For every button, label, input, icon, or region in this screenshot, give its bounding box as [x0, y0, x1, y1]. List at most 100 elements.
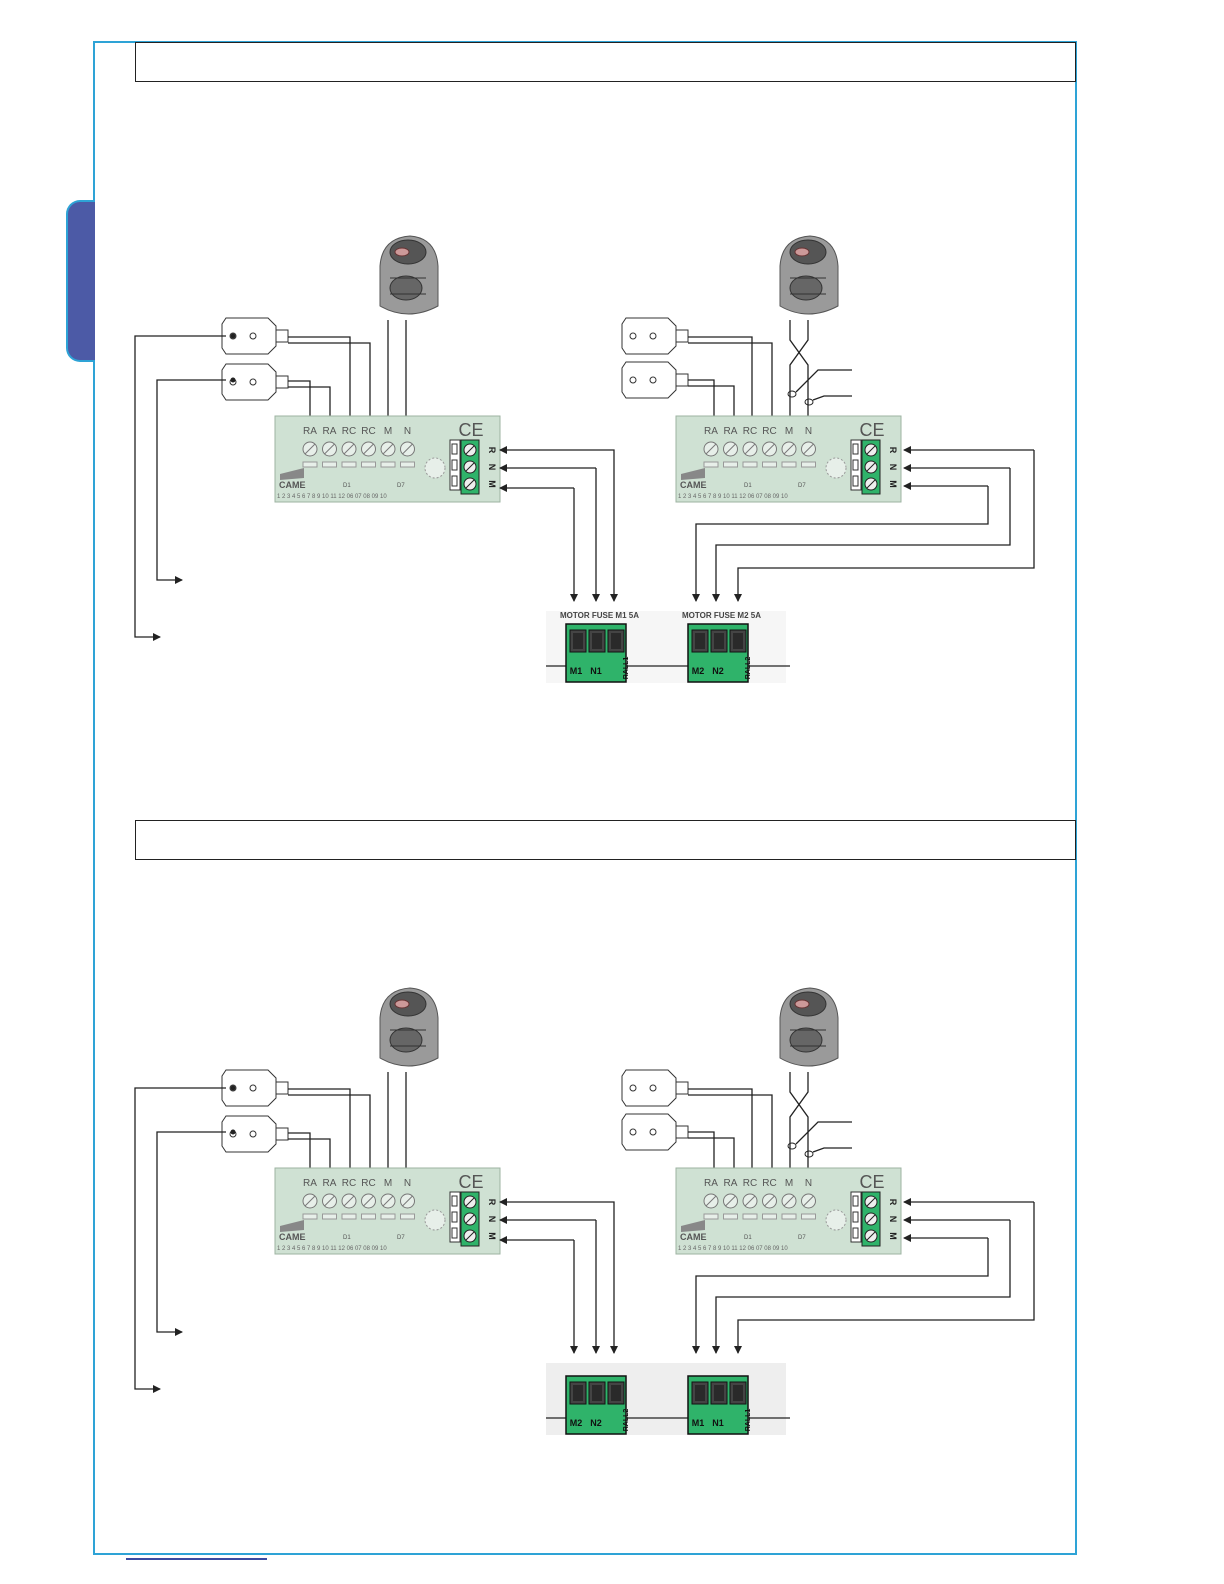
s1-left-side-label-R: R [487, 447, 497, 454]
s1-left-terminal-label-3: RC [361, 426, 375, 437]
s2-sensor-cross-1 [789, 1072, 809, 1172]
s2-block-1-terminal-block: M2 N2 RALL2 [565, 1375, 630, 1435]
s2-wire-n-right [712, 1220, 1011, 1354]
s1-left-pin-numbers: 1 2 3 4 5 6 7 8 9 10 11 12 06 07 08 09 1… [277, 494, 387, 500]
s1-right-side-label-R: R [888, 447, 898, 454]
s2-lead-dot-1 [230, 1085, 236, 1091]
s1-wire-m-right [692, 486, 989, 602]
s1-right-terminal-label-3: RC [762, 426, 776, 437]
s1-right-sensor [779, 235, 839, 315]
s1-right-plug-2 [621, 361, 689, 399]
s1-block-2-block-label-2: RALL2 [745, 657, 752, 680]
s2-left-plug-2 [221, 1115, 289, 1153]
s1-left-brand: CAME [279, 480, 306, 490]
s2-left-terminal-label-0: RA [303, 1178, 317, 1189]
section-2-title-box [135, 820, 1076, 860]
s1-wire-g [688, 379, 715, 420]
s1-right-plug-1 [621, 317, 689, 355]
s2-left-side-label-R: R [487, 1199, 497, 1206]
s1-right-dip-dial [825, 457, 847, 479]
s1-right-d1-label: D1 [744, 483, 752, 489]
s2-wire-f [688, 1094, 773, 1172]
s1-right-d7-label: D7 [798, 483, 806, 489]
s1-lead-inner [156, 379, 226, 584]
s1-wire-b [288, 342, 371, 420]
s1-wire-n-right [712, 468, 1011, 602]
s1-block-1-block-label-2: RALL1 [623, 657, 630, 680]
s1-sensor-cross-2 [789, 320, 809, 420]
s2-block-2-block-label-0: M1 [692, 1418, 705, 1428]
s2-right-d1-label: D1 [744, 1235, 752, 1241]
s2-block-1-block-label-2: RALL2 [623, 1409, 630, 1432]
s2-wire-r-left [499, 1198, 615, 1353]
s1-left-dip-dial [424, 457, 446, 479]
s2-wire-r-right [734, 1202, 1035, 1354]
s1-left-ce-mark: CE [458, 420, 483, 440]
s2-right-terminal-label-0: RA [704, 1178, 718, 1189]
s1-right-side-label-M: M [888, 480, 898, 488]
s2-right-dip-dial [825, 1209, 847, 1231]
s2-block-2-block-label-2: RALL1 [745, 1409, 752, 1432]
s1-right-terminal-label-4: M [785, 426, 793, 437]
s1-left-plug-1 [221, 317, 289, 355]
s2-block-2-block-label-1: N1 [712, 1418, 724, 1428]
s1-left-terminal-label-4: M [384, 426, 392, 437]
s1-callout-2 [812, 395, 852, 401]
s2-left-side-label-N: N [487, 1216, 497, 1223]
s2-left-terminal-label-5: N [404, 1178, 411, 1189]
s2-right-side-label-M: M [888, 1232, 898, 1240]
s1-left-terminal-label-1: RA [323, 426, 337, 437]
s2-block-2-terminal-block: M1 N1 RALL1 [687, 1375, 752, 1435]
s2-left-brand: CAME [279, 1232, 306, 1242]
s2-wire-d [288, 1138, 331, 1172]
s2-right-sensor [779, 987, 839, 1067]
s1-left-d7-label: D7 [397, 483, 405, 489]
s1-right-terminal-label-2: RC [743, 426, 757, 437]
s2-right-plug-2 [621, 1113, 689, 1151]
s2-sensor-cross-2 [789, 1072, 809, 1172]
s2-callout-1 [795, 1121, 852, 1145]
s1-wire-h [688, 385, 735, 420]
s1-block-2-block-label-0: M2 [692, 666, 705, 676]
section-1-diagram: RA RA RC RC M N CE CAME D1 D7 1 2 3 4 5 6 7 8 9 10… [134, 235, 1035, 683]
s1-right-terminal-label-5: N [805, 426, 812, 437]
s1-lead-dot-1 [230, 333, 236, 339]
s2-right-terminal-label-4: M [785, 1178, 793, 1189]
s1-wire-e [688, 336, 753, 420]
s2-right-terminal-label-3: RC [762, 1178, 776, 1189]
s2-lead-inner [156, 1131, 226, 1336]
s1-left-terminal-label-2: RC [342, 426, 356, 437]
s2-left-side-label-M: M [487, 1232, 497, 1240]
s2-right-plug-1 [621, 1069, 689, 1107]
s1-right-terminal-label-0: RA [704, 426, 718, 437]
s2-wire-m-right [692, 1238, 989, 1354]
s1-block-1-block-header: MOTOR FUSE M1 5A [560, 611, 639, 620]
s1-left-plug-2 [221, 363, 289, 401]
s2-right-terminal-label-2: RC [743, 1178, 757, 1189]
s2-right-side-label-N: N [888, 1216, 898, 1223]
side-tab[interactable] [66, 200, 95, 362]
s1-sensor-cross-1 [789, 320, 809, 420]
s2-left-plug-1 [221, 1069, 289, 1107]
s2-left-d1-label: D1 [343, 1235, 351, 1241]
s2-left-dip-dial [424, 1209, 446, 1231]
s2-callout-2 [812, 1147, 852, 1153]
s2-left-pin-numbers: 1 2 3 4 5 6 7 8 9 10 11 12 06 07 08 09 1… [277, 1246, 387, 1252]
s2-right-terminal-label-5: N [805, 1178, 812, 1189]
s2-wire-a [288, 1088, 351, 1172]
s2-right-ce-mark: CE [859, 1172, 884, 1192]
s2-left-ce-mark: CE [458, 1172, 483, 1192]
s2-right-terminal-label-1: RA [724, 1178, 738, 1189]
s2-block-1-block-label-0: M2 [570, 1418, 583, 1428]
s1-wire-a [288, 336, 351, 420]
s2-lead-outer [134, 1087, 226, 1393]
s2-block-1-block-label-1: N2 [590, 1418, 602, 1428]
s2-wire-e [688, 1088, 753, 1172]
s1-block-2-block-header: MOTOR FUSE M2 5A [682, 611, 761, 620]
s1-right-pin-numbers: 1 2 3 4 5 6 7 8 9 10 11 12 06 07 08 09 1… [678, 494, 788, 500]
